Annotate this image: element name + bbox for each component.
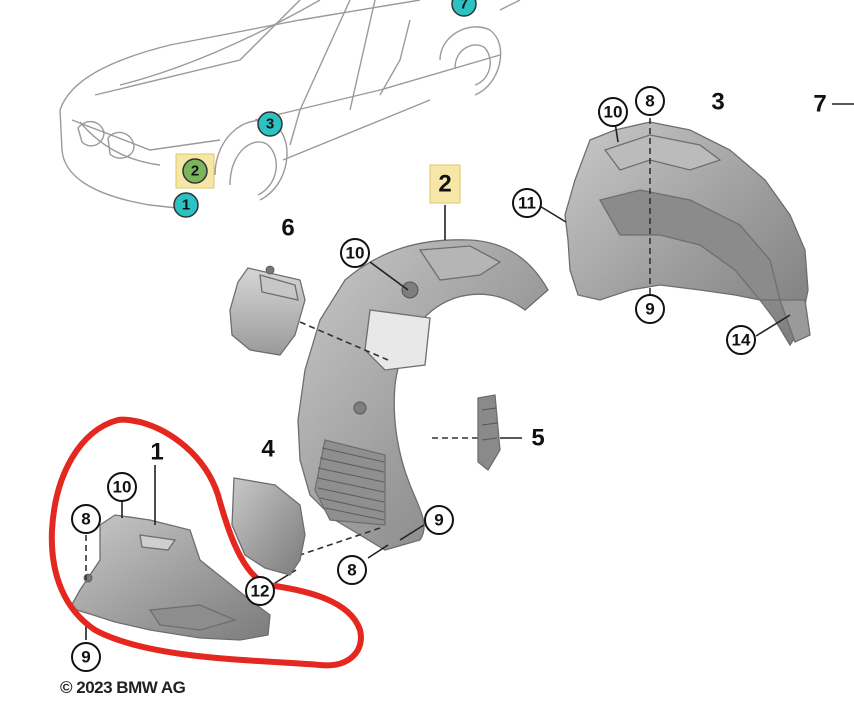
callout-10-center[interactable]: 10 (340, 238, 370, 268)
part-number-1[interactable]: 1 (150, 439, 163, 466)
part-2-grille (317, 447, 385, 521)
part-6-dash-line (299, 321, 389, 361)
svg-text:12: 12 (251, 582, 270, 601)
leader-11 (537, 204, 567, 223)
callout-10-top[interactable]: 10 (598, 97, 628, 127)
leader-14 (755, 314, 791, 337)
svg-text:6: 6 (281, 215, 294, 242)
svg-text:9: 9 (81, 648, 90, 667)
callout-10-left[interactable]: 10 (107, 472, 137, 502)
svg-text:5: 5 (531, 425, 544, 452)
svg-text:2: 2 (438, 171, 451, 198)
part-5-bracket[interactable] (477, 394, 501, 471)
car-location-3[interactable]: 3 (257, 111, 283, 137)
svg-text:9: 9 (645, 300, 654, 319)
leader-9-bottom (399, 524, 425, 541)
car-location-1-label: 1 (182, 197, 190, 214)
callout-8-bottom[interactable]: 8 (337, 555, 367, 585)
red-annotation-loop (48, 416, 364, 669)
svg-text:8: 8 (81, 510, 90, 529)
svg-text:8: 8 (347, 561, 356, 580)
car-location-7-label: 7 (460, 0, 468, 13)
callout-12[interactable]: 12 (245, 576, 275, 606)
svg-text:10: 10 (346, 244, 365, 263)
part-number-4[interactable]: 4 (261, 436, 275, 463)
callout-8-top[interactable]: 8 (635, 86, 665, 116)
copyright-notice: © 2023 BMW AG (60, 678, 186, 697)
svg-text:4: 4 (261, 436, 275, 463)
callout-9-right[interactable]: 9 (635, 294, 665, 324)
svg-text:14: 14 (732, 331, 751, 350)
part-4-dash-line (299, 527, 381, 556)
svg-text:11: 11 (518, 194, 536, 213)
leader-8-bottom (367, 544, 389, 559)
callout-14[interactable]: 14 (726, 325, 756, 355)
part-4-panel[interactable] (231, 477, 306, 576)
callout-9-left[interactable]: 9 (71, 642, 101, 672)
car-location-3-label: 3 (266, 116, 274, 133)
callout-11[interactable]: 11 (512, 188, 542, 218)
svg-text:8: 8 (645, 92, 654, 111)
svg-text:3: 3 (711, 89, 724, 116)
part-number-7[interactable]: 7 (813, 91, 854, 118)
car-location-7[interactable]: 7 (451, 0, 477, 17)
car-location-2[interactable]: 2 (175, 153, 215, 189)
svg-text:9: 9 (434, 511, 443, 530)
svg-text:1: 1 (150, 439, 163, 466)
leader-10-center (369, 261, 409, 291)
svg-text:7: 7 (813, 91, 826, 118)
callout-8-left[interactable]: 8 (71, 504, 101, 534)
callout-9-bottom[interactable]: 9 (424, 505, 454, 535)
svg-text:10: 10 (604, 103, 623, 122)
part-number-5[interactable]: 5 (531, 425, 544, 452)
svg-text:10: 10 (113, 478, 132, 497)
part-number-3[interactable]: 3 (711, 89, 724, 116)
part-2-wheel-arch-liner-front[interactable] (297, 239, 549, 551)
part-number-6[interactable]: 6 (281, 215, 294, 242)
part-6-cover[interactable] (229, 265, 306, 356)
car-location-1[interactable]: 1 (173, 192, 199, 218)
part-1-lower-liner[interactable] (69, 514, 271, 641)
car-location-2-label: 2 (191, 163, 199, 180)
part-3-wheel-arch-liner-rear[interactable] (564, 121, 811, 347)
part-number-2[interactable]: 2 (429, 164, 461, 204)
car-outline (59, 0, 521, 211)
